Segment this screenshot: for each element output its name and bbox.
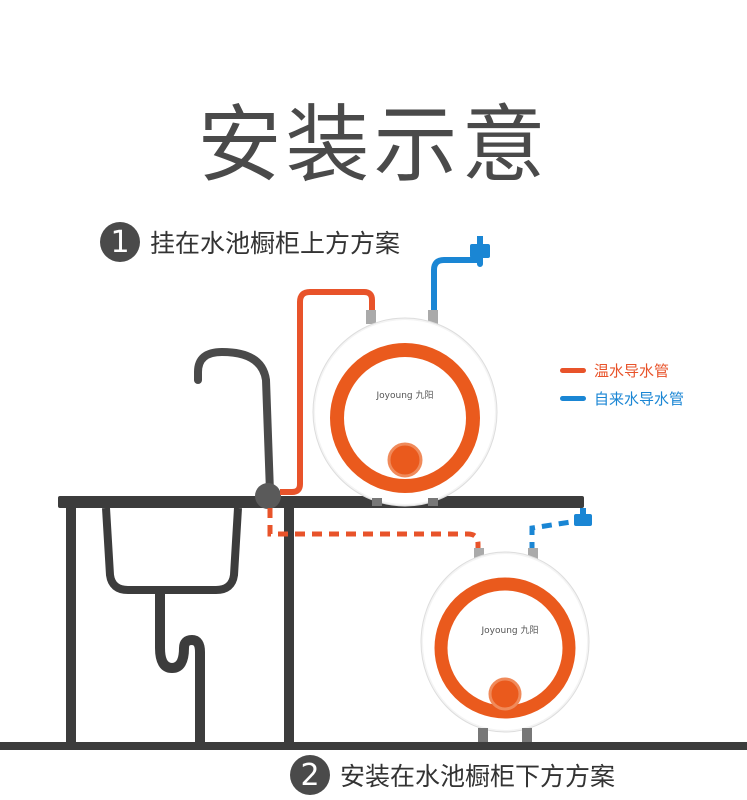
step-2-number-badge: 2 [290, 755, 330, 795]
legend: 温水导水管 自来水导水管 [560, 356, 684, 412]
heater-lower-dial [488, 677, 522, 711]
step-2-heading: 2 安装在水池橱柜下方方案 [290, 755, 615, 795]
faucet [194, 347, 274, 496]
legend-item-cold: 自来水导水管 [560, 384, 684, 412]
step-2-label: 安装在水池橱柜下方方案 [340, 762, 616, 791]
hot-pipe-lower [267, 508, 481, 552]
heater-lower-brand: Joyoung 九阳 [481, 625, 539, 636]
cold-pipe-swatch [560, 395, 586, 401]
hot-pipe-upper [280, 289, 375, 495]
cabinet-divider [284, 508, 294, 746]
sink-basin [102, 507, 242, 594]
water-heater-lower: Joyoung 九阳 [420, 548, 590, 742]
floor [0, 742, 747, 750]
drain-pipe [155, 592, 205, 742]
legend-label-cold: 自来水导水管 [594, 389, 685, 408]
cold-tap-upper [470, 244, 490, 258]
heater-upper-dial [387, 442, 423, 478]
legend-label-hot: 温水导水管 [594, 361, 670, 380]
step-1-label: 挂在水池橱柜上方方案 [150, 229, 401, 258]
heater-upper-brand: Joyoung 九阳 [376, 390, 434, 401]
countertop [58, 496, 584, 508]
page-title: 安装示意 [197, 96, 550, 194]
cold-tap-lower [574, 514, 592, 526]
water-heater-upper: Joyoung 九阳 [312, 310, 498, 507]
cold-pipe-upper [431, 257, 483, 318]
legend-item-hot: 温水导水管 [560, 356, 684, 384]
step-1-number-badge: 1 [100, 222, 140, 262]
cold-pipe-lower [529, 517, 585, 552]
cabinet-leg-left [66, 508, 76, 746]
step-1-heading: 1 挂在水池橱柜上方方案 [100, 222, 400, 262]
hot-pipe-swatch [560, 367, 586, 373]
faucet-base-valve [255, 483, 281, 509]
